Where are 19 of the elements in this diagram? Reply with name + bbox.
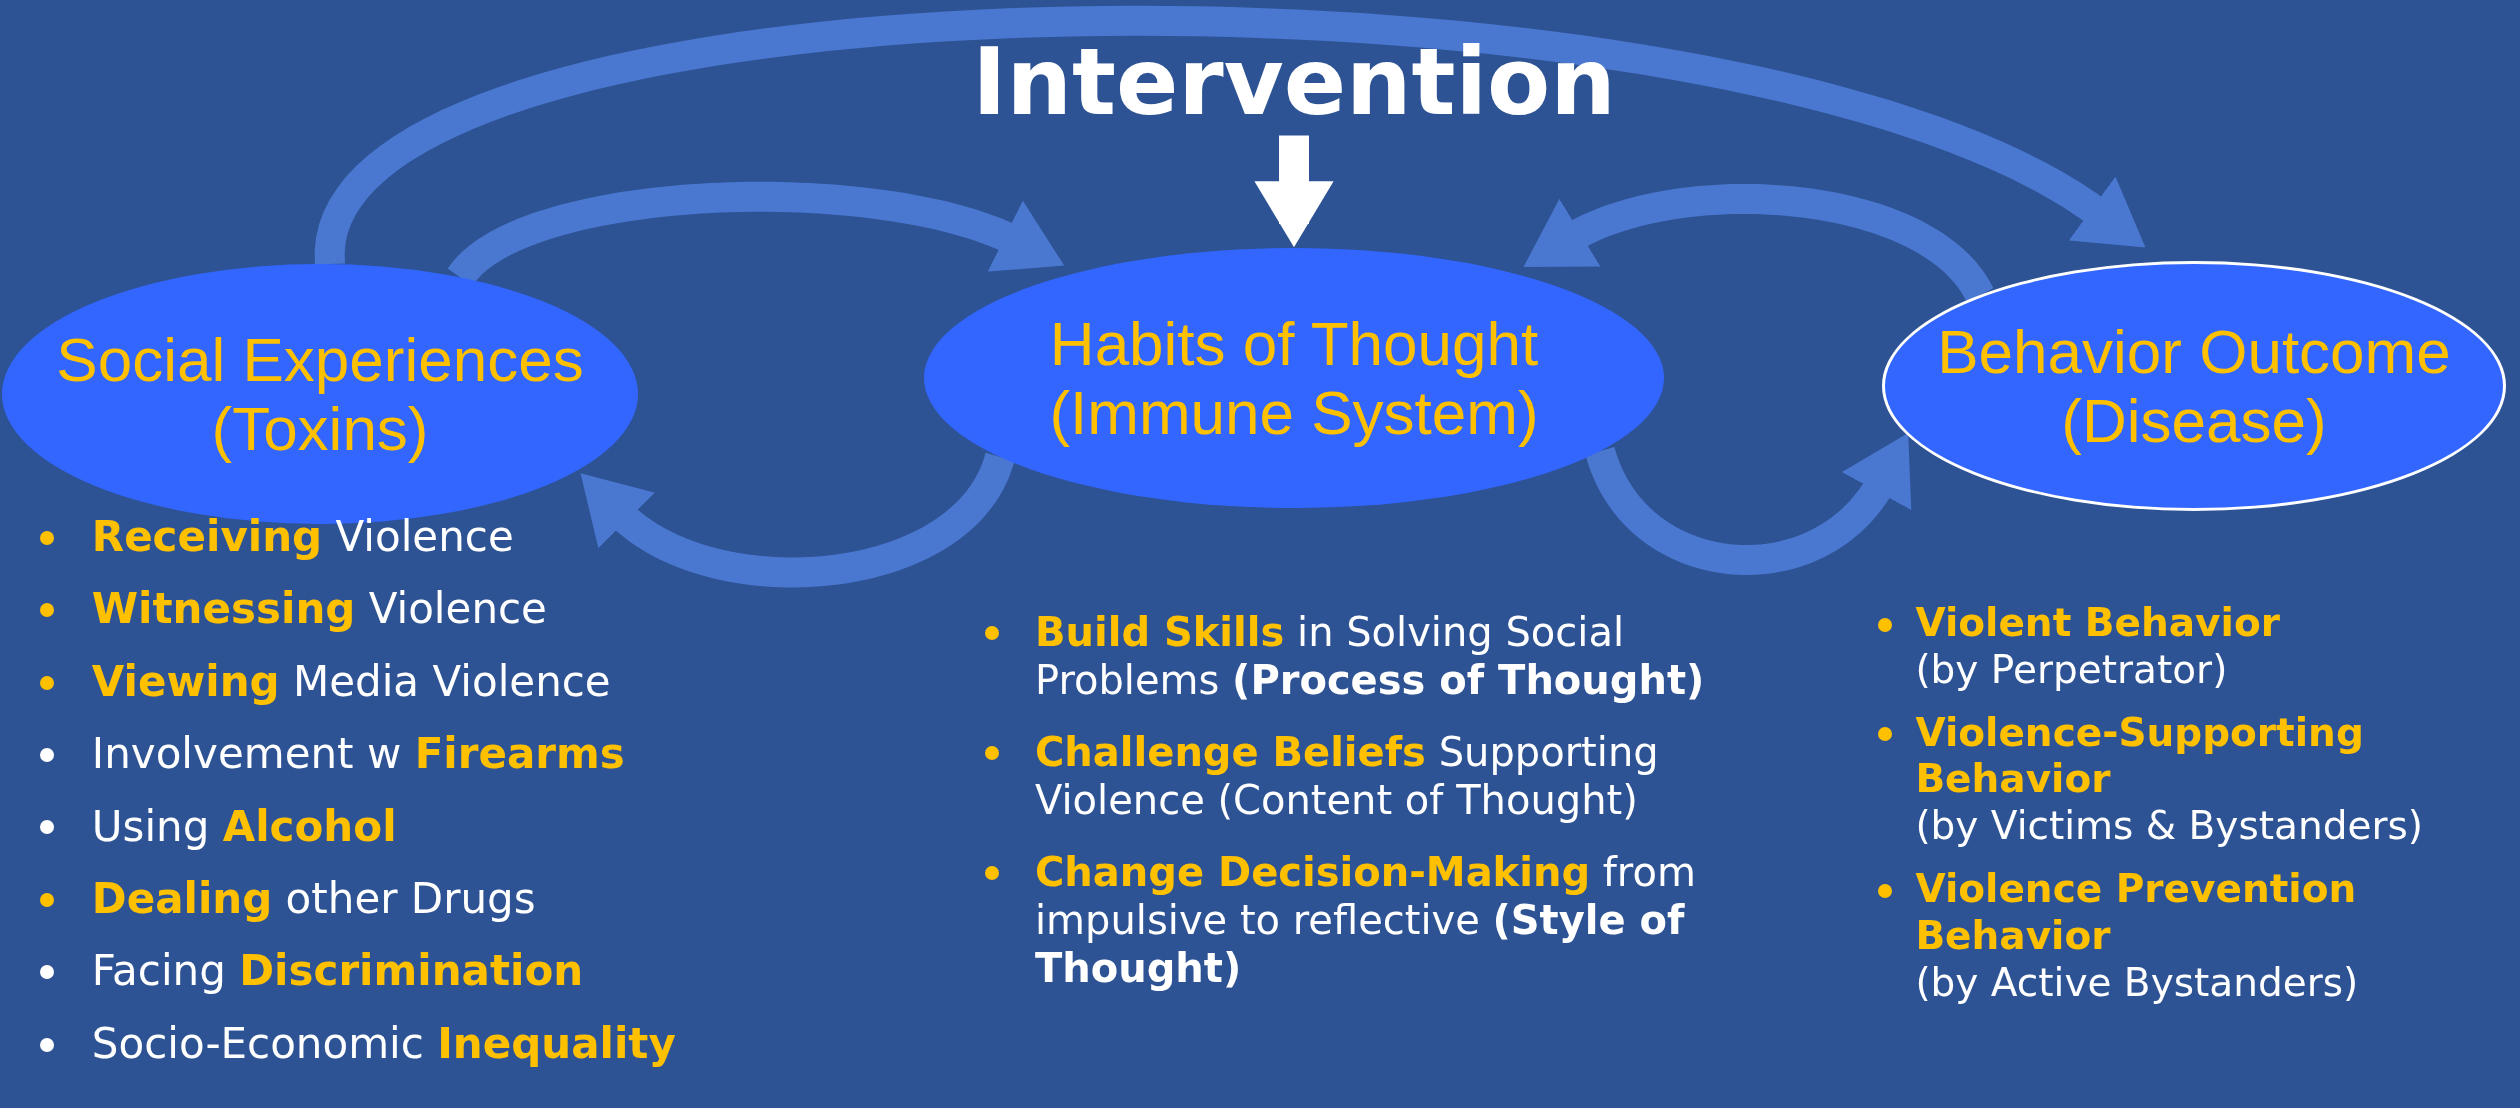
list-item-text: Build Skills in Solving Social Problems (Process of Thought) bbox=[1035, 608, 1705, 704]
node-label: Habits of Thought (Immune System) bbox=[1048, 308, 1540, 448]
list-item-text: Challenge Beliefs Supporting Violence (Content of Thought) bbox=[1035, 728, 1660, 824]
list-item-text: Facing Discrimination bbox=[91, 946, 584, 997]
list-item-text: Receiving Violence bbox=[91, 512, 514, 563]
node-label: Social Experiences (Toxins) bbox=[55, 324, 585, 464]
node-label: Behavior Outcome (Disease) bbox=[1936, 316, 2452, 456]
list-item-text: Viewing Media Violence bbox=[91, 656, 611, 708]
list-item-text: Violence Prevention Behavior (by Active Bystanders) bbox=[1915, 866, 2360, 1007]
list-item-text: Using Alcohol bbox=[91, 801, 397, 852]
list-item-text: Dealing other Drugs bbox=[91, 873, 536, 925]
list-item-text: Witnessing Violence bbox=[91, 584, 547, 635]
curved-arrow bbox=[1585, 433, 1912, 575]
list-item-text: Involvement w Firearms bbox=[91, 729, 625, 780]
list-item-text: Change Decision-Making from impulsive to reflective (Style of Thought) bbox=[1035, 848, 1697, 992]
heading-text: Intervention bbox=[972, 28, 1616, 136]
list-item-text: Violence-Supporting Behavior (by Victims & Bystanders) bbox=[1915, 709, 2424, 850]
list-item-text: Socio-Economic Inequality bbox=[91, 1018, 676, 1070]
list-item-text: Violent Behavior (by Perpetrator) bbox=[1915, 600, 2280, 694]
